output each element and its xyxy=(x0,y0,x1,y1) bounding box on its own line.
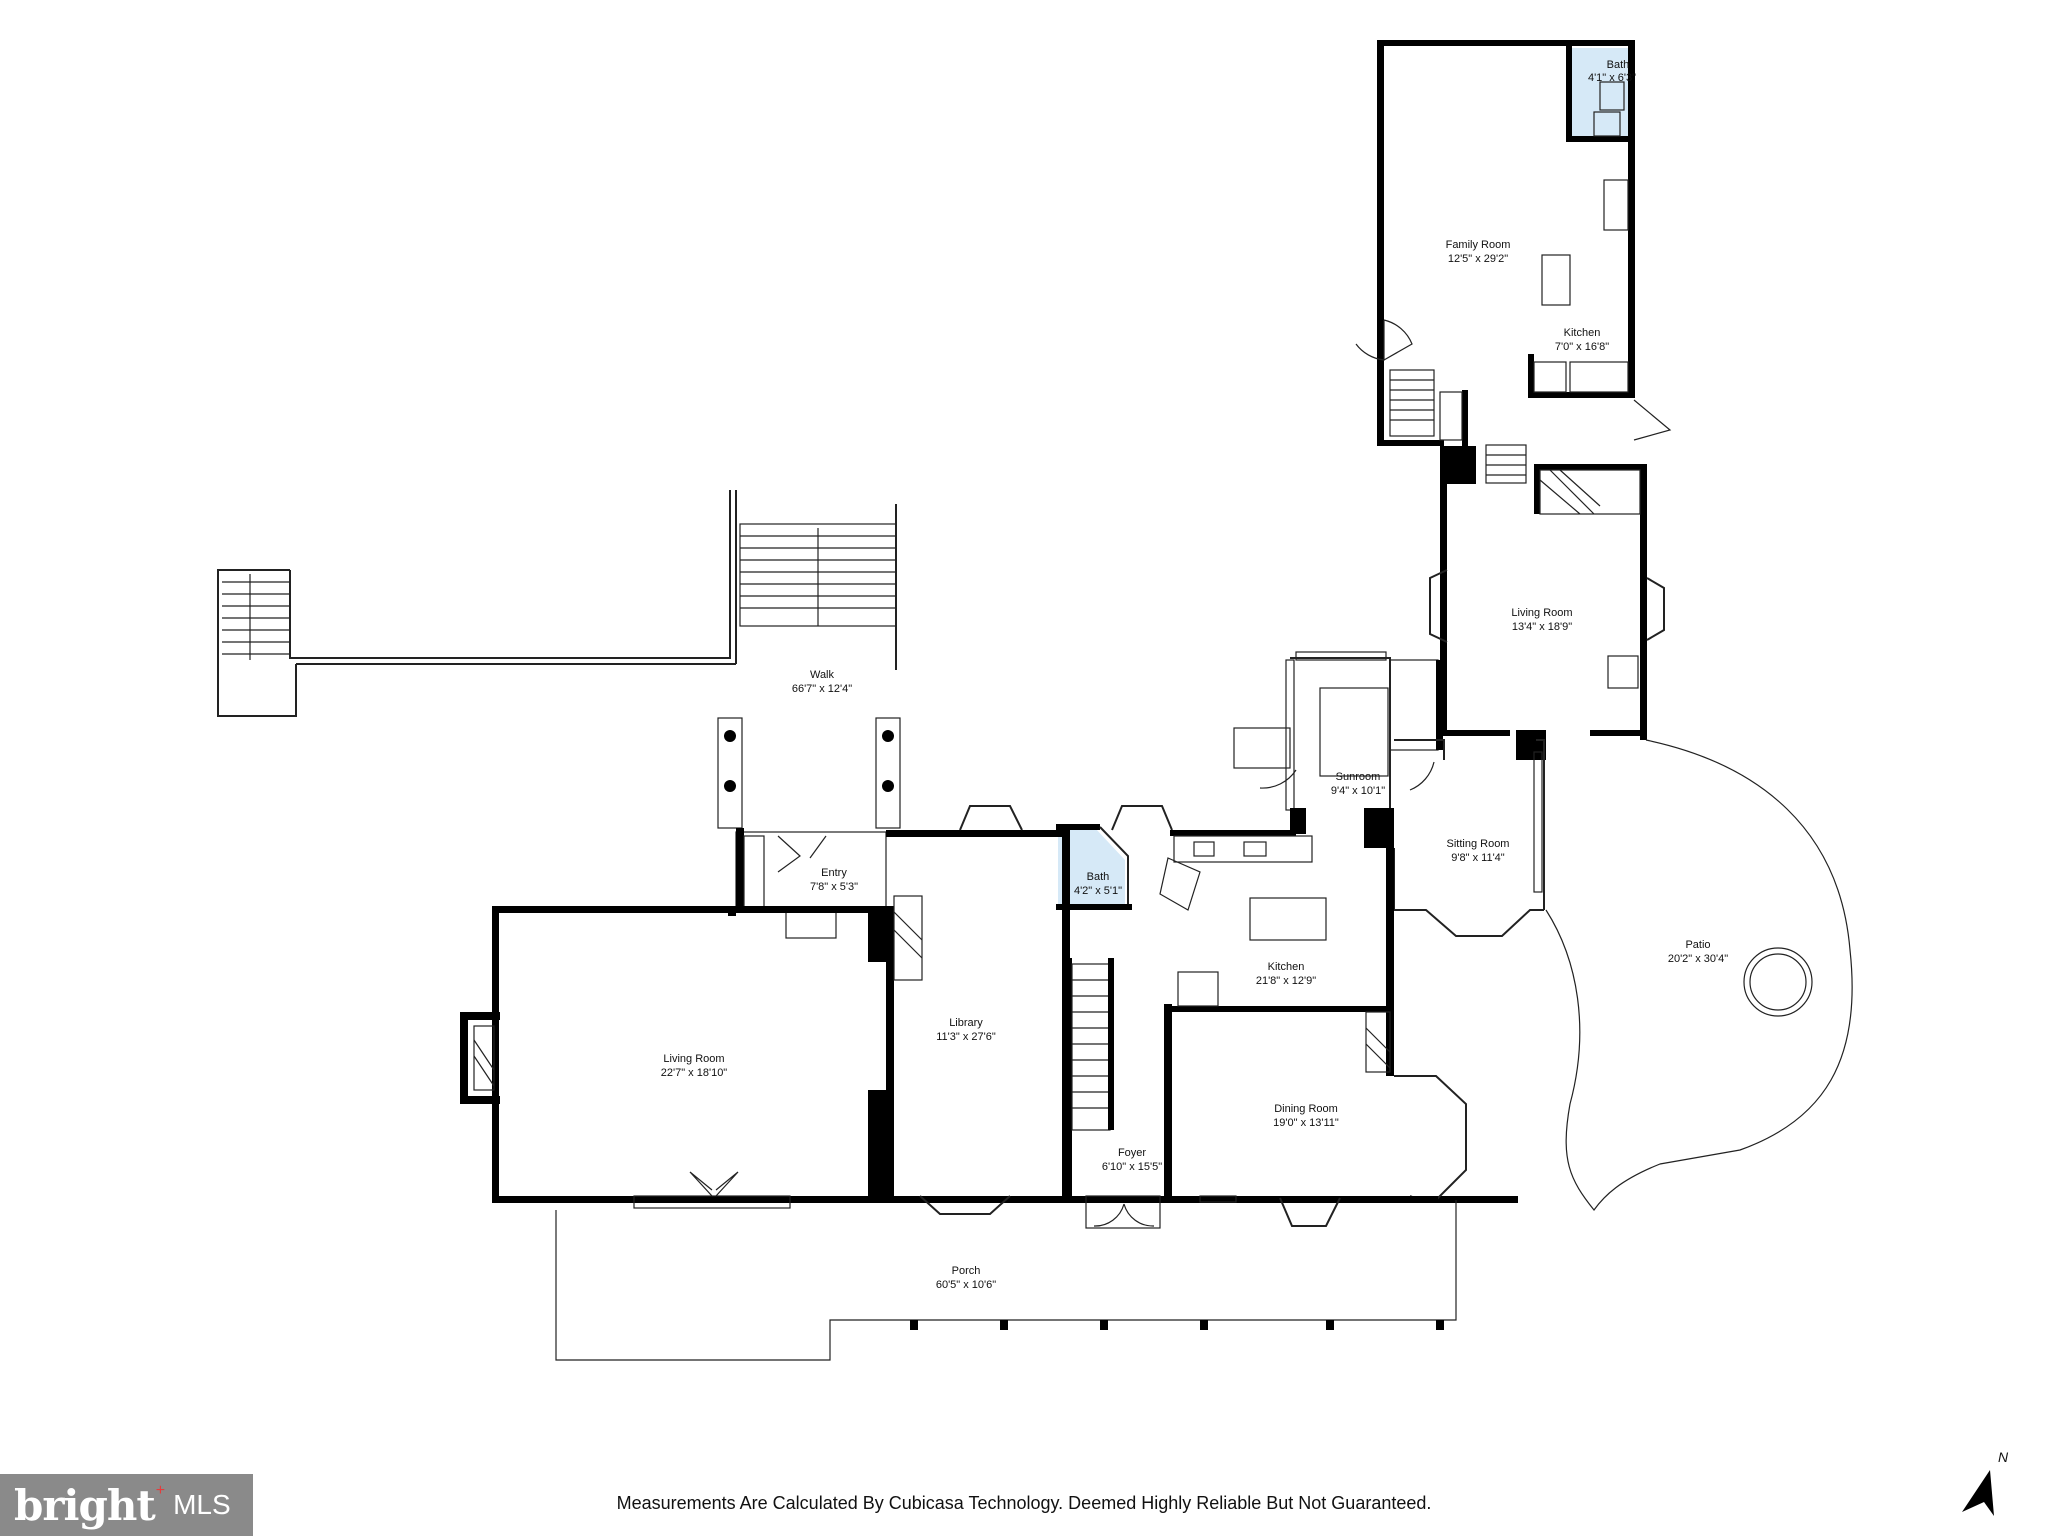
room-sunroom: Sunroom 9'4" x 10'1" xyxy=(1331,771,1385,797)
room-dims: 9'8" x 11'4" xyxy=(1451,852,1504,864)
room-name: Sunroom xyxy=(1336,771,1381,783)
room-name: Bath xyxy=(1087,871,1110,883)
room-dims: 7'0" x 16'8" xyxy=(1555,341,1609,353)
room-dining-room: Dining Room 19'0" x 13'11" xyxy=(1273,1103,1339,1129)
room-dims: 7'8" x 5'3" xyxy=(810,881,858,893)
room-bath-upper: Bath 4'1" x 6'3" xyxy=(1588,59,1636,84)
room-name: Foyer xyxy=(1118,1147,1146,1159)
bath-lower-fill xyxy=(1058,828,1125,905)
room-dims: 22'7" x 18'10" xyxy=(661,1067,728,1079)
room-name: Dining Room xyxy=(1274,1103,1338,1115)
patio-outline xyxy=(1545,739,1853,1211)
room-name: Kitchen xyxy=(1564,327,1601,339)
room-library: Library 11'3" x 27'6" xyxy=(936,1017,996,1043)
room-bath-lower: Bath 4'2" x 5'1" xyxy=(1074,871,1122,897)
room-dims: 20'2" x 30'4" xyxy=(1668,953,1728,965)
room-name: Entry xyxy=(821,867,847,879)
upper-wing-fixtures xyxy=(1355,81,1672,484)
room-patio: Patio 20'2" x 30'4" xyxy=(1668,939,1728,965)
room-living-room-west: Living Room 22'7" x 18'10" xyxy=(661,1053,728,1079)
room-name: Patio xyxy=(1685,939,1710,951)
room-dims: 4'2" x 5'1" xyxy=(1074,885,1122,897)
room-dims: 12'5" x 29'2" xyxy=(1448,253,1508,265)
sunroom-walls xyxy=(1233,651,1443,848)
room-name: Living Room xyxy=(1511,607,1572,619)
room-entry: Entry 7'8" x 5'3" xyxy=(810,867,858,893)
upper-wing-walls xyxy=(1377,40,1635,484)
room-living-room-east: Living Room 13'4" x 18'9" xyxy=(1511,607,1572,633)
room-dims: 6'10" x 15'5" xyxy=(1102,1161,1162,1173)
main-walls xyxy=(460,805,1518,1229)
room-name: Bath xyxy=(1607,59,1630,71)
room-dims: 19'0" x 13'11" xyxy=(1273,1117,1339,1129)
north-label: N xyxy=(1998,1449,2009,1465)
east-living-walls xyxy=(1429,464,1665,760)
porch-outline xyxy=(555,1171,1457,1361)
room-kitchen-upper: Kitchen 7'0" x 16'8" xyxy=(1555,327,1609,353)
room-name: Library xyxy=(949,1017,983,1029)
room-name: Porch xyxy=(952,1265,981,1277)
room-porch: Porch 60'5" x 10'6" xyxy=(936,1265,996,1291)
bath-upper-fill xyxy=(1572,48,1632,140)
bright-mls-logo: bright + MLS xyxy=(0,1474,253,1536)
room-dims: 66'7" x 12'4" xyxy=(792,683,852,695)
room-dims: 11'3" x 27'6" xyxy=(936,1031,996,1043)
room-sitting-room: Sitting Room 9'8" x 11'4" xyxy=(1447,838,1510,864)
east-living-fixtures xyxy=(1539,469,1641,689)
north-arrow-icon: N xyxy=(1962,1449,2009,1516)
room-dims: 13'4" x 18'9" xyxy=(1512,621,1572,633)
logo-brand: bright xyxy=(14,1480,156,1530)
logo-plus-icon: + xyxy=(155,1482,166,1499)
measurement-disclaimer: Measurements Are Calculated By Cubicasa … xyxy=(616,1493,1432,1513)
room-dims: 60'5" x 10'6" xyxy=(936,1279,996,1291)
room-dims: 9'4" x 10'1" xyxy=(1331,785,1385,797)
room-name: Sitting Room xyxy=(1447,838,1510,850)
room-walk: Walk 66'7" x 12'4" xyxy=(792,669,852,695)
room-name: Walk xyxy=(810,669,835,681)
room-kitchen-main: Kitchen 21'8" x 12'9" xyxy=(1256,961,1316,987)
room-name: Kitchen xyxy=(1268,961,1305,973)
logo-suffix: MLS xyxy=(173,1489,231,1520)
room-dims: 4'1" x 6'3" xyxy=(1588,72,1636,84)
room-name: Living Room xyxy=(663,1053,724,1065)
room-name: Family Room xyxy=(1446,239,1511,251)
room-family-room: Family Room 12'5" x 29'2" xyxy=(1446,239,1511,265)
room-dims: 21'8" x 12'9" xyxy=(1256,975,1316,987)
room-foyer: Foyer 6'10" x 15'5" xyxy=(1102,1147,1162,1173)
walk-outline xyxy=(217,490,901,829)
